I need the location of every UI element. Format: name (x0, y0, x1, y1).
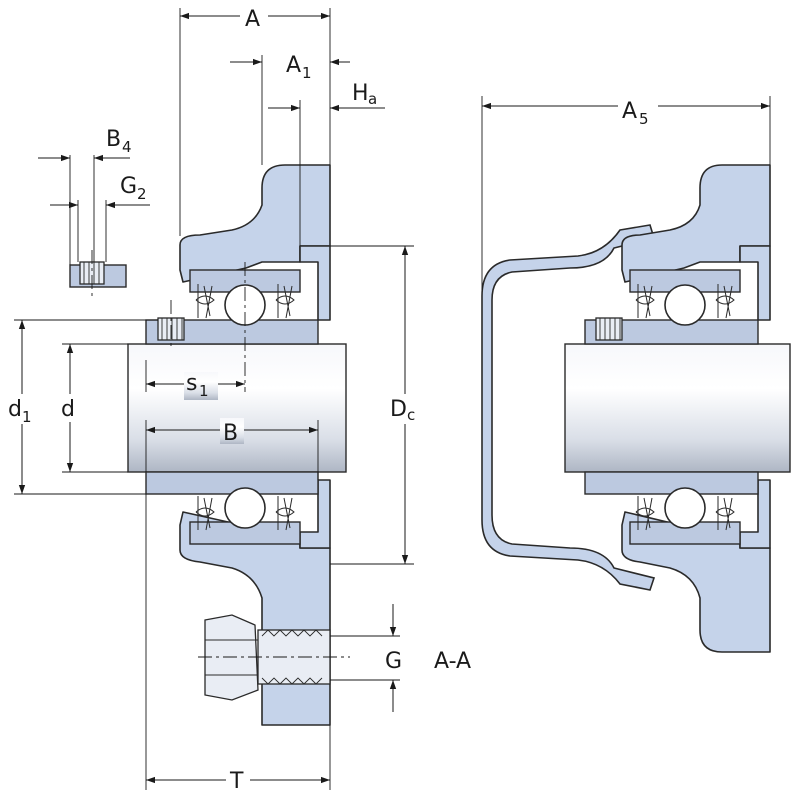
label-B4-sub: 4 (122, 138, 132, 156)
label-G2-sub: 2 (137, 185, 147, 203)
label-G: G (385, 649, 402, 674)
shaft-right (564, 343, 791, 473)
right-sectional-view (481, 164, 791, 653)
label-Dc: D (390, 397, 407, 422)
label-B: B (223, 421, 238, 446)
housing-upper (179, 164, 331, 283)
housing-upper-flange (299, 245, 331, 321)
label-A1-sub: 1 (302, 64, 312, 82)
label-d1: d (8, 397, 22, 422)
housing-right-upper (621, 164, 771, 283)
label-Ha-sub: a (368, 90, 377, 108)
dimension-labels: A A 1 H a A 5 B 4 G 2 d 1 d s 1 B D c G … (6, 2, 658, 794)
label-s1: s (186, 371, 197, 396)
seal-upper (195, 284, 295, 319)
inset-grub-detail (38, 154, 150, 296)
label-d1-sub: 1 (22, 408, 32, 426)
left-sectional-view (38, 154, 350, 726)
label-Ha: H (352, 81, 369, 106)
ball-lower (224, 487, 266, 529)
end-cap (481, 224, 656, 591)
inner-ring-right-lower (584, 471, 759, 495)
housing-right-upper-flange (739, 245, 771, 321)
seal-lower (195, 496, 295, 531)
label-G2: G (120, 174, 137, 199)
left-dimensions (14, 8, 414, 790)
label-A5-sub: 5 (639, 110, 649, 128)
ball-right-upper (664, 284, 706, 326)
inner-ring-lower (145, 471, 319, 495)
label-B4: B (106, 127, 121, 152)
seal-right-upper (635, 284, 735, 319)
ball-right-lower (664, 487, 706, 529)
seal-right-lower (635, 496, 735, 531)
label-Dc-sub: c (407, 406, 415, 424)
shaft-left (127, 343, 347, 473)
label-d: d (61, 397, 75, 422)
label-section-A-A: A-A (434, 649, 471, 674)
label-T: T (229, 769, 244, 794)
label-A: A (245, 7, 260, 32)
housing-right-lower (621, 511, 771, 653)
label-A1: A (286, 53, 301, 78)
label-s1-sub: 1 (199, 382, 209, 400)
label-A5: A (622, 99, 637, 124)
grub-screw-right (595, 317, 623, 341)
